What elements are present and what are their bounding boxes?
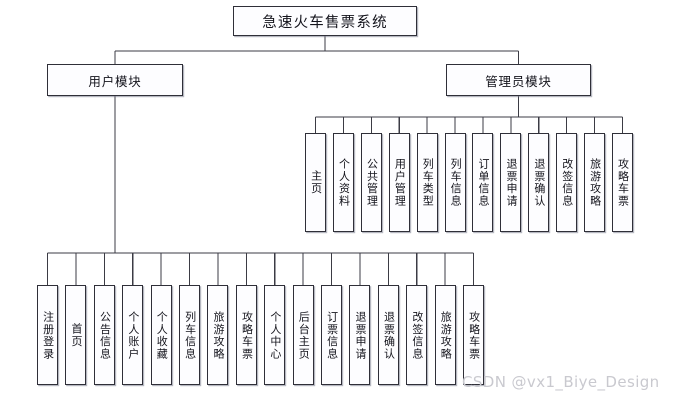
admin-leaf-node-7: 订单信息 xyxy=(472,133,494,232)
user-leaf-node-9: 个人中心 xyxy=(264,285,286,385)
admin-leaf-node-1: 主页 xyxy=(305,133,326,232)
admin-leaf-node-9: 退票确认 xyxy=(528,133,550,232)
user-leaf-node-11: 订票信息 xyxy=(321,285,342,385)
admin-leaf-node-5: 列车类型 xyxy=(416,133,438,232)
admin-leaf-node-6-label: 列车信息 xyxy=(449,158,463,207)
module-node-admin-label: 管理员模块 xyxy=(485,73,552,89)
admin-leaf-node-8: 退票申请 xyxy=(500,133,522,232)
user-leaf-node-10: 后台主页 xyxy=(292,285,314,385)
admin-leaf-node-9-label: 退票确认 xyxy=(532,158,546,207)
user-leaf-node-16: 攻略车票 xyxy=(463,285,484,385)
user-leaf-node-15: 旅游攻略 xyxy=(434,285,456,385)
user-leaf-node-6: 列车信息 xyxy=(179,285,200,385)
root-node: 急速火车售票系统 xyxy=(233,6,417,36)
user-leaf-node-2-label: 首页 xyxy=(70,322,84,348)
user-leaf-node-3-label: 公告信息 xyxy=(98,310,112,360)
module-node-admin: 管理员模块 xyxy=(446,64,591,96)
user-leaf-node-6-label: 列车信息 xyxy=(183,310,197,360)
user-leaf-node-3: 公告信息 xyxy=(93,285,115,385)
user-leaf-node-1-label: 注册登录 xyxy=(41,310,55,360)
admin-leaf-node-5-label: 列车类型 xyxy=(421,158,435,207)
user-leaf-node-4-label: 个人账户 xyxy=(126,310,140,360)
user-leaf-node-8-label: 攻略车票 xyxy=(240,310,254,360)
user-leaf-node-13: 退票确认 xyxy=(377,285,399,385)
user-leaf-node-16-label: 攻略车票 xyxy=(467,310,481,360)
user-leaf-node-4: 个人账户 xyxy=(122,285,144,385)
user-leaf-node-14: 改签信息 xyxy=(406,285,428,385)
user-leaf-node-5: 个人收藏 xyxy=(150,285,172,385)
module-node-user-label: 用户模块 xyxy=(88,73,142,89)
admin-leaf-node-3: 公共管理 xyxy=(360,133,382,232)
user-leaf-node-11-label: 订票信息 xyxy=(325,310,339,360)
admin-leaf-node-10: 改签信息 xyxy=(556,133,578,232)
admin-leaf-node-6: 列车信息 xyxy=(444,133,466,232)
admin-leaf-node-1-label: 主页 xyxy=(309,170,323,195)
admin-leaf-node-2: 个人资料 xyxy=(332,133,354,232)
user-leaf-node-5-label: 个人收藏 xyxy=(155,310,169,360)
user-leaf-node-12-label: 退票申请 xyxy=(354,310,368,360)
admin-leaf-node-8-label: 退票申请 xyxy=(504,158,518,207)
user-leaf-node-7-label: 旅游攻略 xyxy=(212,310,226,360)
admin-leaf-node-11-label: 旅游攻略 xyxy=(588,158,602,207)
admin-leaf-node-12: 攻略车票 xyxy=(611,133,633,232)
user-leaf-node-13-label: 退票确认 xyxy=(382,310,396,360)
admin-leaf-node-11: 旅游攻略 xyxy=(584,133,605,232)
admin-leaf-node-2-label: 个人资料 xyxy=(337,158,351,207)
admin-leaf-node-4: 用户管理 xyxy=(388,133,410,232)
user-leaf-node-2: 首页 xyxy=(65,285,87,385)
user-leaf-node-10-label: 后台主页 xyxy=(297,310,311,360)
admin-leaf-node-3-label: 公共管理 xyxy=(365,158,379,207)
module-node-user: 用户模块 xyxy=(47,64,183,96)
user-leaf-node-8: 攻略车票 xyxy=(235,285,257,385)
root-node-label: 急速火车售票系统 xyxy=(262,14,388,31)
user-leaf-node-1: 注册登录 xyxy=(37,285,58,385)
user-leaf-node-9-label: 个人中心 xyxy=(268,310,282,360)
user-leaf-node-7: 旅游攻略 xyxy=(207,285,229,385)
admin-leaf-node-10-label: 改签信息 xyxy=(560,158,574,207)
admin-leaf-node-12-label: 攻略车票 xyxy=(616,158,630,207)
watermark: CSDN @vx1_Biye_Design xyxy=(462,373,660,391)
admin-leaf-node-4-label: 用户管理 xyxy=(393,158,407,207)
admin-leaf-node-7-label: 订单信息 xyxy=(477,158,491,207)
user-leaf-node-15-label: 旅游攻略 xyxy=(439,310,453,360)
user-leaf-node-12: 退票申请 xyxy=(349,285,371,385)
user-leaf-node-14-label: 改签信息 xyxy=(410,310,424,360)
